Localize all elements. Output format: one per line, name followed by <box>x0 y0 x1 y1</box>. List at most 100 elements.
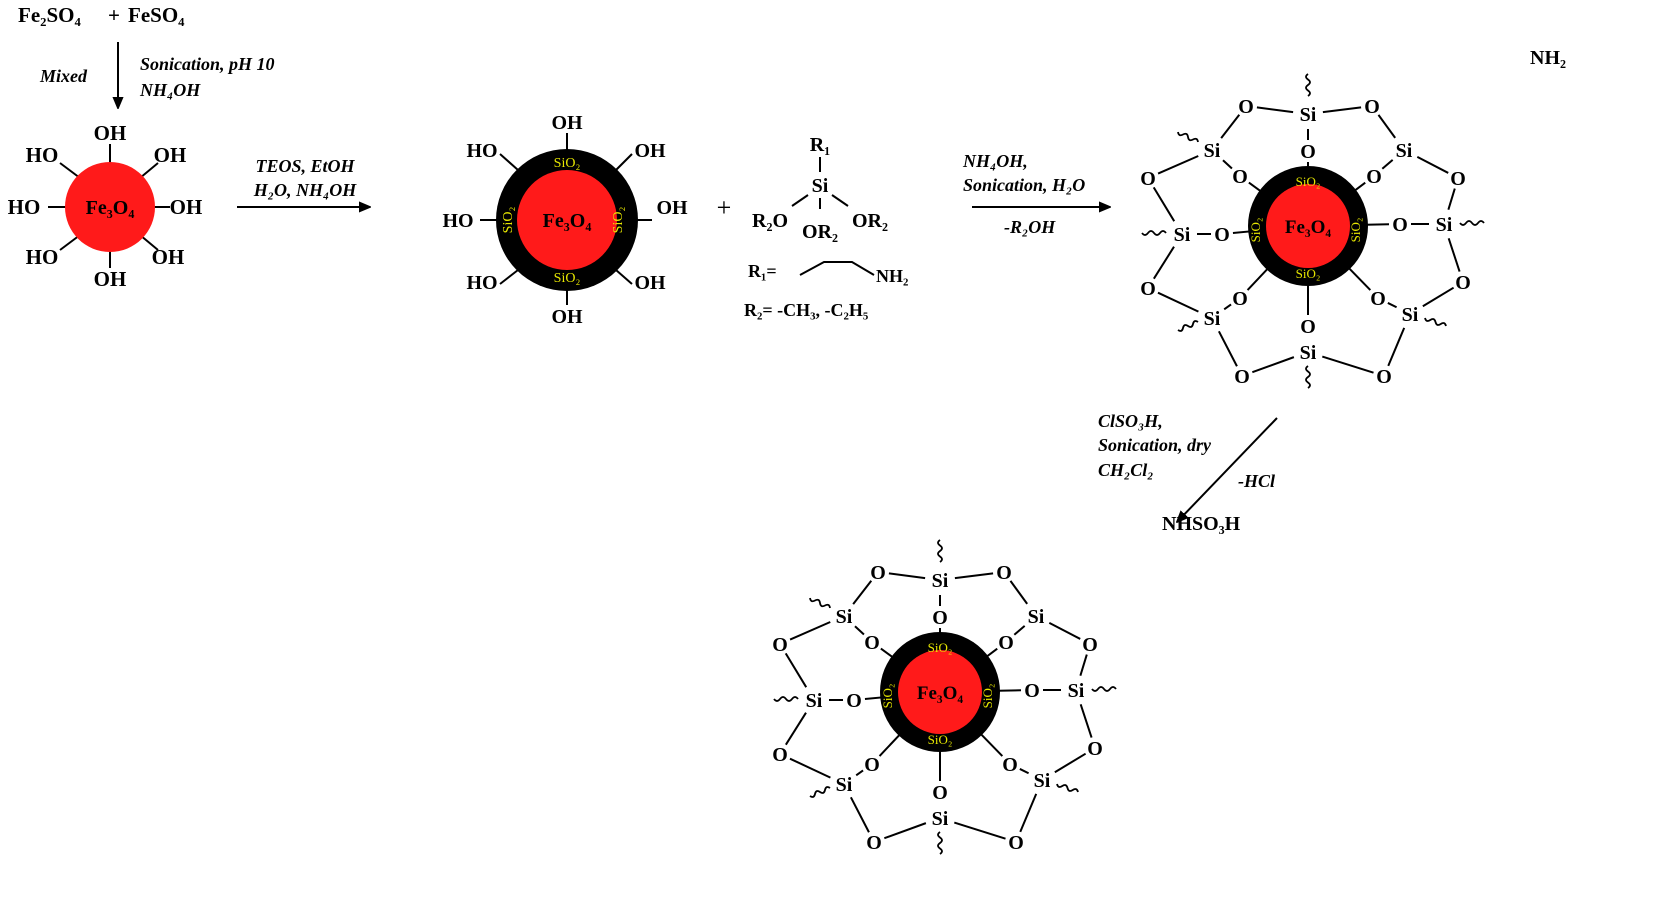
step4-arrow <box>1177 417 1278 522</box>
wavy-bond <box>773 696 799 702</box>
silicon-atom: Si <box>836 606 853 628</box>
amine-core-label: Fe₃O₄ <box>1285 217 1332 238</box>
ho-left: HO <box>8 195 41 219</box>
bond <box>1223 303 1232 311</box>
amine-shell-label: SiO₂ <box>1296 174 1321 189</box>
oxygen-atom: O <box>1450 168 1466 190</box>
silane-r2o: R₂O <box>752 210 788 232</box>
oxygen-atom: O <box>996 562 1012 584</box>
coated-oh-bottom: OH <box>551 306 583 328</box>
coated-ho-bottom-left: HO <box>466 272 497 294</box>
salt-1: Fe₂SO₄ <box>18 3 81 27</box>
oxygen-atom: O <box>1140 278 1156 300</box>
oh-right: OH <box>170 195 203 219</box>
bare-fe3o4-particle: Fe₃O₄ OH OH HO OH HO OH HO OH <box>8 121 203 291</box>
bond <box>1222 159 1233 170</box>
wavy-bond <box>1056 783 1079 793</box>
bond <box>1387 302 1398 309</box>
silicon-atom: Si <box>1300 342 1317 364</box>
oxygen-atom: O <box>772 744 788 766</box>
silane-or2-right: OR₂ <box>852 210 888 232</box>
oxygen-atom: O <box>1232 288 1248 310</box>
bond <box>954 821 1006 840</box>
sulfonic-shell-label: SiO₂ <box>880 684 895 709</box>
bond <box>954 572 994 580</box>
silica-coated-particle: Fe₃O₄ SiO₂ SiO₂ SiO₂ SiO₂ OH OH HO OH HO… <box>442 112 688 328</box>
silicon-atom: Si <box>1174 224 1191 246</box>
bond <box>1387 327 1406 367</box>
r1-definition-prefix: R₁= <box>748 261 777 281</box>
oxygen-atom: O <box>1087 738 1103 760</box>
bond <box>1079 654 1088 676</box>
oxygen-atom: O <box>1238 96 1254 118</box>
bond <box>888 572 926 580</box>
silicon-atom: Si <box>1300 104 1317 126</box>
amine-shell-label: SiO₂ <box>1248 218 1263 243</box>
coated-ho-left: HO <box>442 210 473 232</box>
step4-byproduct: -HCl <box>1238 471 1275 491</box>
bond <box>1153 246 1175 280</box>
bond <box>1013 625 1026 636</box>
oxygen-atom: O <box>1140 168 1156 190</box>
bond <box>855 769 864 777</box>
fe3o4-core-coated <box>517 170 617 270</box>
step2-cond-1: TEOS, EtOH <box>255 156 355 176</box>
coated-oh-right: OH <box>656 197 688 219</box>
silicon-atom: Si <box>806 690 823 712</box>
step3-cond-1: NH₄OH, <box>962 151 1028 171</box>
wavy-bond <box>1177 320 1199 332</box>
silicon-atom: Si <box>1396 140 1413 162</box>
step1-left-label: Mixed <box>39 66 88 86</box>
bond <box>1447 188 1456 210</box>
oxygen-atom: O <box>1392 214 1408 236</box>
bond <box>1157 291 1199 313</box>
step2-cond-2: H₂O, NH₄OH <box>253 180 358 200</box>
wavy-bond <box>937 539 943 563</box>
fe3o4-core <box>65 162 155 252</box>
shell-label-right: SiO₂ <box>611 207 626 234</box>
amine-shell-label: SiO₂ <box>1348 218 1363 243</box>
oh-bottom-right: OH <box>152 245 185 269</box>
bond <box>850 796 870 833</box>
bond <box>1381 159 1394 170</box>
ho-top-left: HO <box>26 143 59 167</box>
oxygen-atom: O <box>1008 832 1024 854</box>
bond <box>852 580 873 605</box>
step1-cond-2: NH₄OH <box>139 80 201 100</box>
bond <box>784 652 808 688</box>
silicon-atom: Si <box>1034 770 1051 792</box>
r1-definition-end: NH₂ <box>876 266 908 286</box>
iron-salt-reactants: Fe₂SO₄ + FeSO₄ <box>18 3 185 27</box>
wavy-bond <box>937 831 943 855</box>
shell-label-left: SiO₂ <box>501 207 516 234</box>
oxygen-atom: O <box>1364 96 1380 118</box>
bond <box>1416 156 1449 174</box>
shell-label-bottom: SiO₂ <box>554 271 581 286</box>
silane-reagent: R₁ Si R₂O OR₂ OR₂ R₁= NH₂ R₂= -CH₃, -C₂H… <box>744 134 908 320</box>
bond <box>1019 768 1030 775</box>
wavy-bond <box>1141 230 1167 236</box>
salt-2: FeSO₄ <box>128 3 185 27</box>
bond <box>785 712 807 746</box>
coated-oh-bottom-right: OH <box>634 272 666 294</box>
oxygen-atom: O <box>772 634 788 656</box>
oh-bottom: OH <box>94 267 127 291</box>
step4-cond-1: ClSO₃H, <box>1098 411 1163 431</box>
bond <box>789 621 831 641</box>
silicon-atom: Si <box>1028 606 1045 628</box>
wavy-bond <box>1305 73 1311 97</box>
bond <box>1218 330 1238 367</box>
bond <box>1447 237 1461 272</box>
silicon-atom: Si <box>1204 308 1221 330</box>
sulfonic-shell-label: SiO₂ <box>980 684 995 709</box>
bond <box>789 757 831 779</box>
bond <box>1422 286 1455 308</box>
oxygen-atom: O <box>864 632 880 654</box>
wavy-bond <box>809 786 831 798</box>
bond <box>1251 356 1295 374</box>
sulfonic-core-label: Fe₃O₄ <box>917 683 964 704</box>
oxygen-atom: O <box>866 832 882 854</box>
coated-oh-top-right: OH <box>634 140 666 162</box>
